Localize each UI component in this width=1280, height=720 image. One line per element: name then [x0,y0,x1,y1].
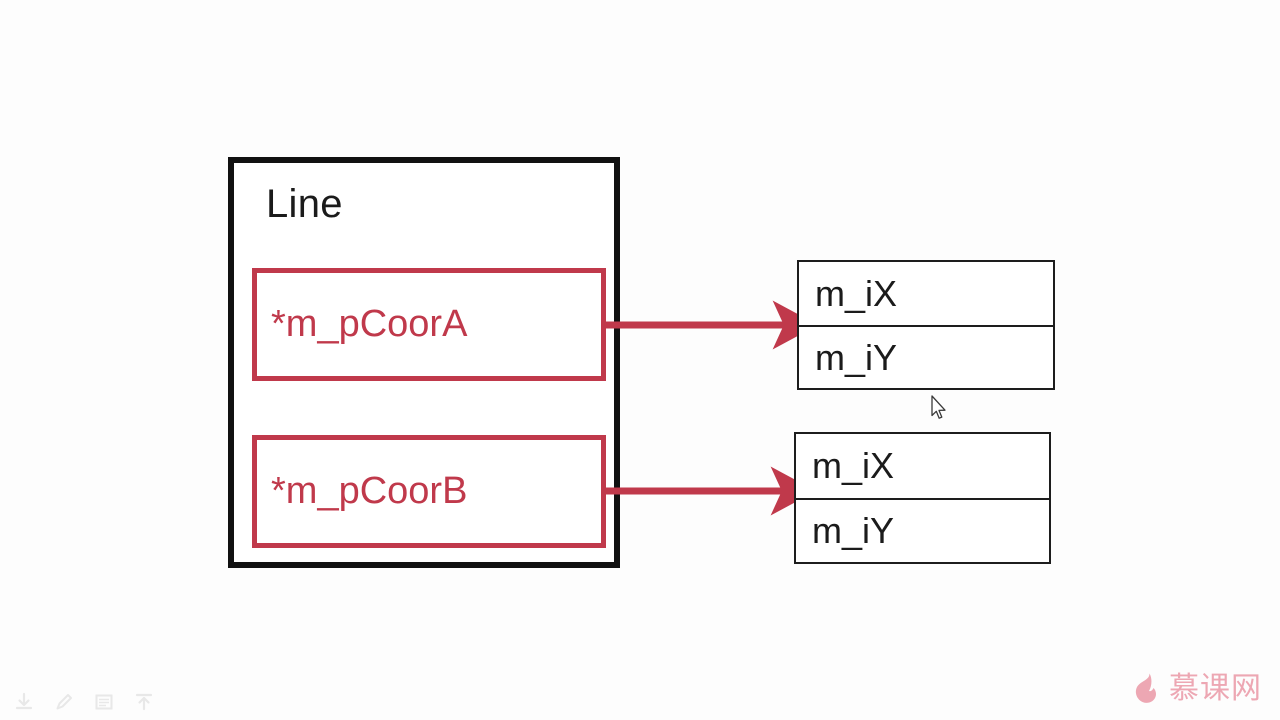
coord-struct-1-field-x: m_iX [815,272,898,314]
mouse-pointer-icon [931,395,946,419]
coord-struct-2-row-y: m_iY [796,498,1049,562]
coord-struct-1-row-y: m_iY [799,325,1053,388]
flame-icon [1135,673,1157,703]
pen-icon[interactable] [54,692,74,712]
coord-struct-1-field-y: m_iY [815,336,898,378]
coord-struct-2-row-x: m_iX [796,434,1049,498]
bottom-toolbar[interactable] [14,692,154,712]
member-box-coora[interactable]: *m_pCoorA [252,268,606,381]
watermark-text: 慕课网 [1169,671,1262,706]
list-icon[interactable] [94,692,114,712]
coord-struct-2[interactable]: m_iX m_iY [794,432,1051,564]
member-label-coora: *m_pCoorA [271,302,468,345]
member-label-coorb: *m_pCoorB [271,469,468,512]
member-box-coorb[interactable]: *m_pCoorB [252,435,606,548]
upload-icon[interactable] [134,692,154,712]
coord-struct-1[interactable]: m_iX m_iY [797,260,1055,390]
coord-struct-2-field-y: m_iY [812,510,895,551]
watermark: 慕课网 [1132,672,1262,706]
download-icon[interactable] [14,692,34,712]
coord-struct-1-row-x: m_iX [799,262,1053,325]
coord-struct-2-field-x: m_iX [812,445,895,486]
class-title: Line [266,182,343,226]
